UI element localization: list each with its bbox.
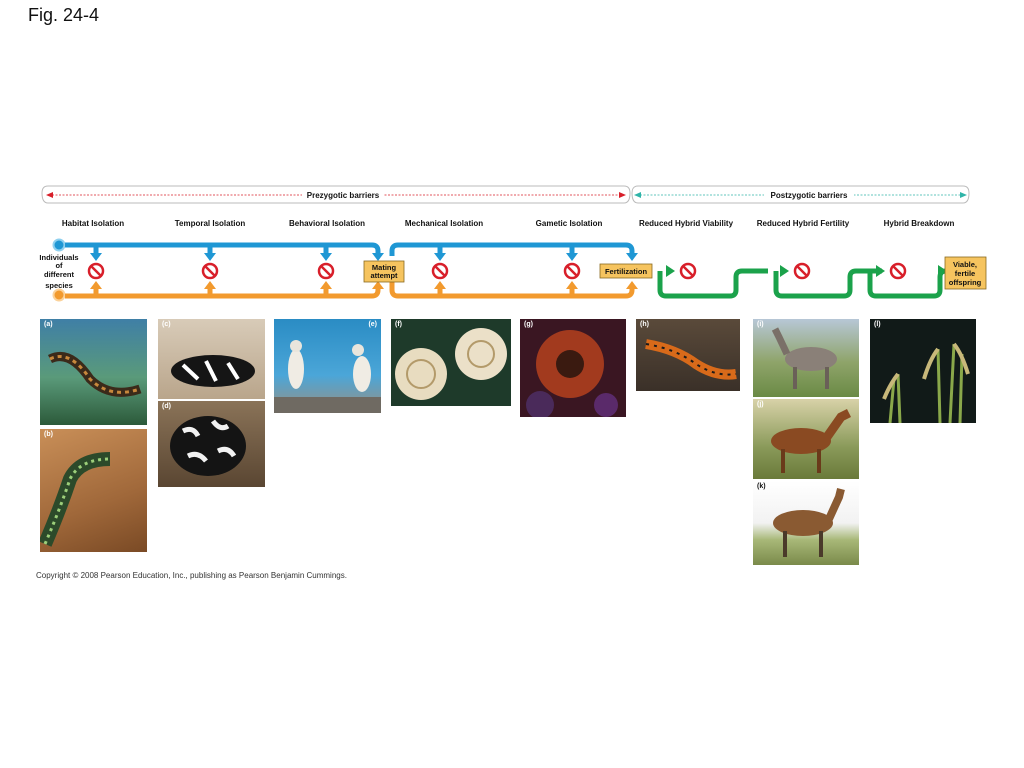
- no-symbol-icon: [889, 262, 907, 280]
- copyright-note: Copyright © 2008 Pearson Education, Inc.…: [36, 571, 347, 580]
- species-b-arrowheads: [90, 281, 638, 289]
- no-symbol-icon: [201, 262, 219, 280]
- prezygotic-bracket: Prezygotic barriers: [41, 185, 631, 204]
- photo-a-water-snake: (a): [40, 319, 147, 425]
- start-label-line-3: different: [44, 270, 75, 279]
- svg-text:Viable,: Viable,: [953, 260, 977, 269]
- no-symbol-icon: [793, 262, 811, 280]
- no-symbol-icon: [563, 262, 581, 280]
- stage-reduced-hybrid-fertility: Reduced Hybrid Fertility: [757, 219, 850, 228]
- stage-reduced-hybrid-viability: Reduced Hybrid Viability: [639, 219, 734, 228]
- hybrid-arrowheads: [666, 265, 947, 277]
- mating-attempt-box: Mating attempt: [363, 260, 405, 283]
- no-symbol-icon: [431, 262, 449, 280]
- stage-mechanical-isolation: Mechanical Isolation: [405, 219, 483, 228]
- photo-i-donkey: (i): [753, 319, 859, 397]
- species-b-dot: [52, 288, 66, 302]
- stage-gametic-isolation: Gametic Isolation: [536, 219, 603, 228]
- no-symbol-icon: [87, 262, 105, 280]
- photo-j-horse: (j): [753, 399, 859, 479]
- stage-habitat-isolation: Habitat Isolation: [62, 219, 124, 228]
- start-label-line-1: Individuals: [39, 253, 78, 262]
- svg-text:offspring: offspring: [949, 278, 982, 287]
- svg-text:Mating: Mating: [372, 263, 397, 272]
- species-a-dot: [52, 238, 66, 252]
- no-symbol-icon: [317, 262, 335, 280]
- photo-k-mule: (k): [753, 481, 859, 565]
- species-a-arrowheads: [90, 253, 638, 261]
- svg-text:fertile: fertile: [955, 269, 975, 278]
- postzygotic-bracket: Postzygotic barriers: [631, 185, 970, 204]
- photo-f-snails: (f): [391, 319, 511, 406]
- no-symbols: [87, 262, 907, 280]
- viable-offspring-box: Viable, fertile offspring: [944, 256, 987, 290]
- svg-text:Fertilization: Fertilization: [605, 267, 648, 276]
- stage-hybrid-breakdown: Hybrid Breakdown: [884, 219, 955, 228]
- fertilization-box: Fertilization: [599, 263, 653, 279]
- species-b-path: [65, 282, 635, 299]
- svg-text:attempt: attempt: [370, 271, 398, 280]
- species-a-path: [65, 242, 635, 256]
- photo-b-garter-snake: (b): [40, 429, 147, 552]
- stage-temporal-isolation: Temporal Isolation: [175, 219, 246, 228]
- no-symbol-icon: [679, 262, 697, 280]
- stage-behavioral-isolation: Behavioral Isolation: [289, 219, 365, 228]
- photo-d-spotted-skunk: (d): [158, 401, 265, 487]
- prezygotic-label: Prezygotic barriers: [307, 191, 380, 200]
- start-label-line-4: species: [45, 281, 73, 290]
- start-label-line-2: of: [55, 261, 63, 270]
- photo-g-sea-urchins: (g): [520, 319, 626, 417]
- photo-c-skunk: (c): [158, 319, 265, 399]
- photo-e-blue-footed-boobies: (e): [274, 319, 381, 413]
- photo-h-salamander: (h): [636, 319, 740, 391]
- postzygotic-label: Postzygotic barriers: [771, 191, 848, 200]
- figure-label: Fig. 24-4: [28, 5, 100, 25]
- photo-l-rice-plants: (l): [870, 319, 976, 423]
